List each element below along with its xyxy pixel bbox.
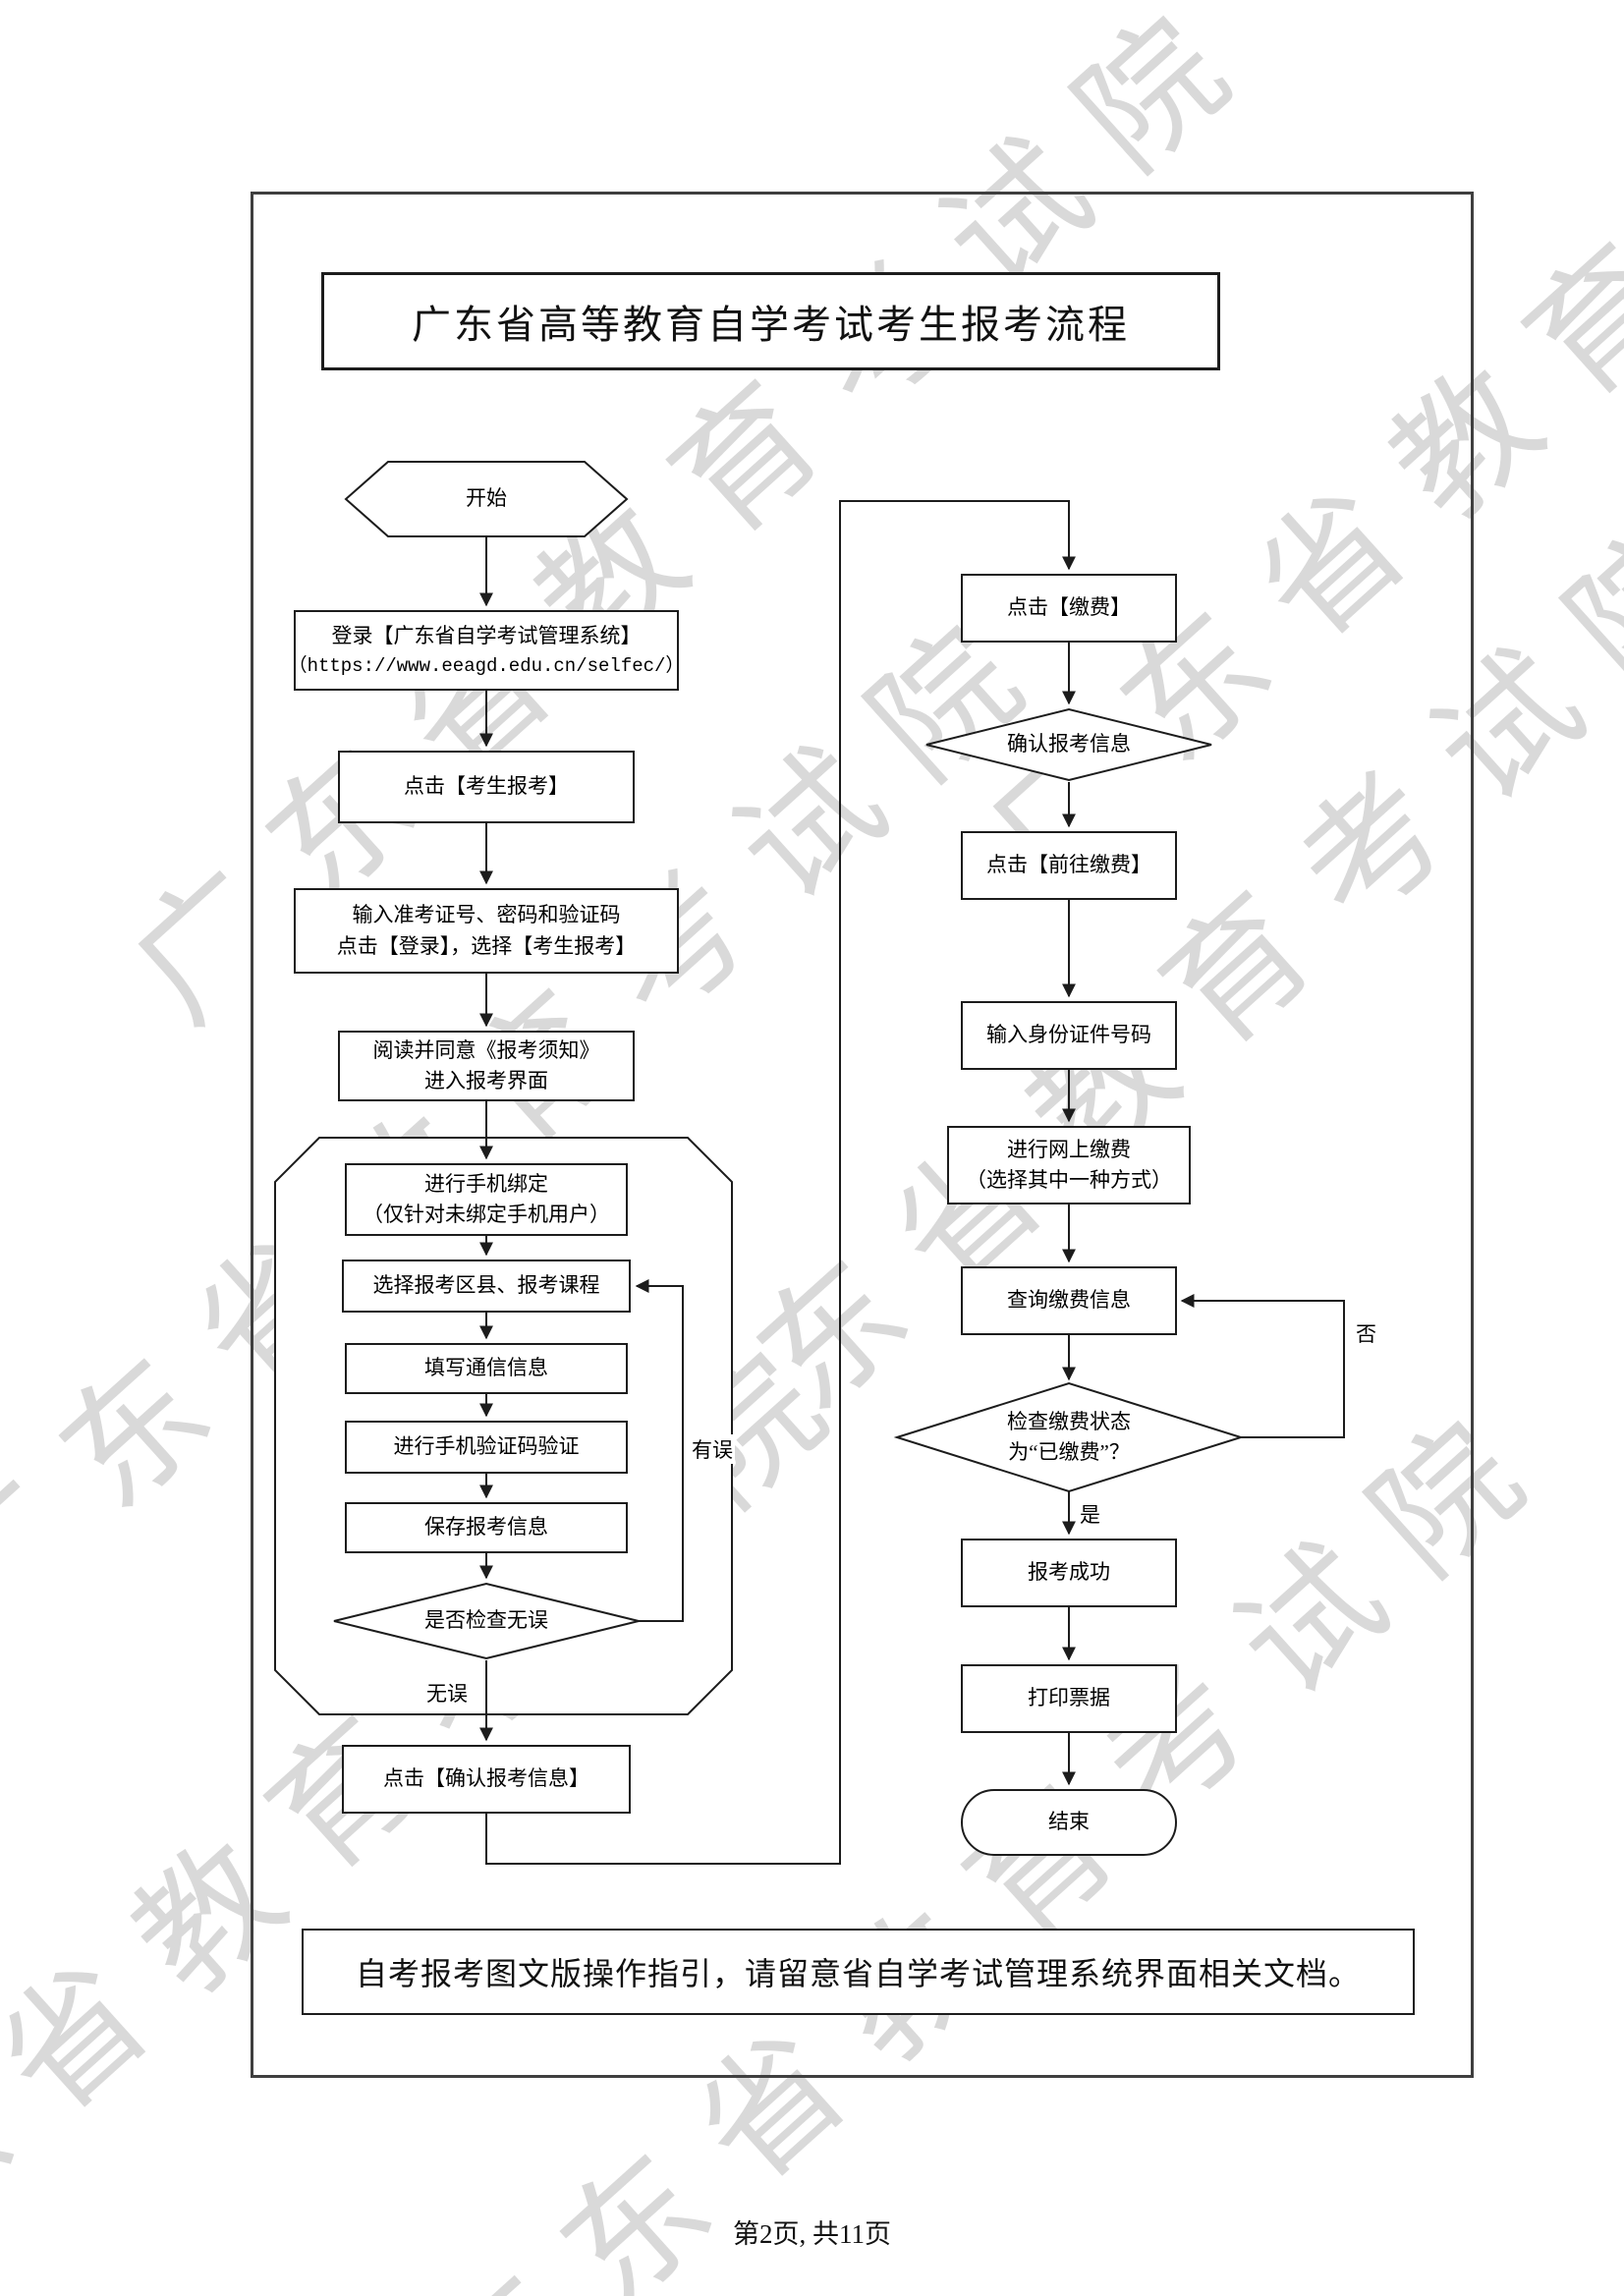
node-click-register: 点击【考生报考】 <box>404 774 569 799</box>
decision-check-paid: 检查缴费状态 为“已缴费”？ <box>1007 1409 1131 1465</box>
fill-contact-box-shape <box>345 1343 628 1394</box>
verify-phone-box-shape <box>345 1421 628 1474</box>
decision-check-correct: 是否检查无误 <box>424 1608 548 1633</box>
decision-confirm-reg-info: 确认报考信息 <box>1007 732 1131 756</box>
login-url: （https://www.eeagd.edu.cn/selfec/） <box>288 654 685 677</box>
node-query-pay: 查询缴费信息 <box>1007 1288 1131 1313</box>
node-start: 开始 <box>466 486 507 511</box>
edge-label-ok: 无误 <box>424 1678 470 1708</box>
online-pay-box-shape <box>947 1126 1191 1204</box>
node-save-info: 保存报考信息 <box>424 1515 548 1540</box>
read-notice-box-shape <box>338 1031 635 1101</box>
bind-phone-box-shape <box>345 1163 628 1236</box>
node-shapes <box>294 461 1245 1856</box>
confirm-reg-info-diamond-shape <box>925 707 1212 782</box>
node-success: 报考成功 <box>1028 1560 1110 1585</box>
success-box-shape <box>961 1539 1177 1607</box>
page-title: 广东省高等教育自学考试考生报考流程 <box>321 272 1220 370</box>
check-paid-diamond-shape <box>893 1381 1245 1493</box>
node-input-id: 输入身份证件号码 <box>986 1023 1151 1047</box>
node-login: 登录【广东省自学考试管理系统】 （https://www.eeagd.edu.c… <box>289 611 685 690</box>
query-pay-box-shape <box>961 1266 1177 1335</box>
login-line1: 登录【广东省自学考试管理系统】 <box>331 624 642 647</box>
edge-label-yes: 是 <box>1078 1499 1102 1529</box>
note-box: 自考报考图文版操作指引，请留意省自学考试管理系统界面相关文档。 <box>302 1929 1415 2015</box>
check-correct-diamond-shape <box>333 1582 640 1660</box>
node-select-courses: 选择报考区县、报考课程 <box>372 1273 600 1298</box>
node-online-pay: 进行网上缴费 （选择其中一种方式） <box>966 1137 1172 1193</box>
node-input-credentials: 输入准考证号、密码和验证码 点击【登录】，选择【考生报考】 <box>336 903 637 958</box>
node-read-notice: 阅读并同意《报考须知》 进入报考界面 <box>372 1037 600 1093</box>
page-frame <box>251 192 1474 2078</box>
node-print-receipt: 打印票据 <box>1028 1686 1110 1710</box>
select-courses-box-shape <box>342 1260 631 1313</box>
save-info-box-shape <box>345 1502 628 1553</box>
login-box-shape <box>294 610 679 691</box>
edge-label-error: 有误 <box>690 1434 735 1464</box>
input-id-box-shape <box>961 1001 1177 1070</box>
print-receipt-box-shape <box>961 1664 1177 1733</box>
node-confirm-info: 点击【确认报考信息】 <box>383 1766 589 1791</box>
node-fill-contact: 填写通信信息 <box>424 1356 548 1380</box>
confirm-info-box-shape <box>342 1745 631 1814</box>
click-register-box-shape <box>338 751 635 823</box>
input-credentials-box-shape <box>294 888 679 974</box>
goto-pay-box-shape <box>961 831 1177 900</box>
end-stadium-shape <box>961 1789 1177 1856</box>
click-pay-box-shape <box>961 574 1177 643</box>
start-hexagon-shape <box>344 461 629 537</box>
node-end: 结束 <box>1048 1810 1090 1834</box>
node-verify-phone: 进行手机验证码验证 <box>393 1434 580 1459</box>
page-footer: 第2页, 共11页 <box>733 2219 891 2249</box>
connectors <box>479 500 1345 1865</box>
node-goto-pay: 点击【前往缴费】 <box>986 853 1151 877</box>
node-bind-phone: 进行手机绑定 （仅针对未绑定手机用户） <box>363 1171 610 1227</box>
node-click-pay: 点击【缴费】 <box>1007 595 1131 620</box>
edge-label-no: 否 <box>1354 1318 1378 1348</box>
